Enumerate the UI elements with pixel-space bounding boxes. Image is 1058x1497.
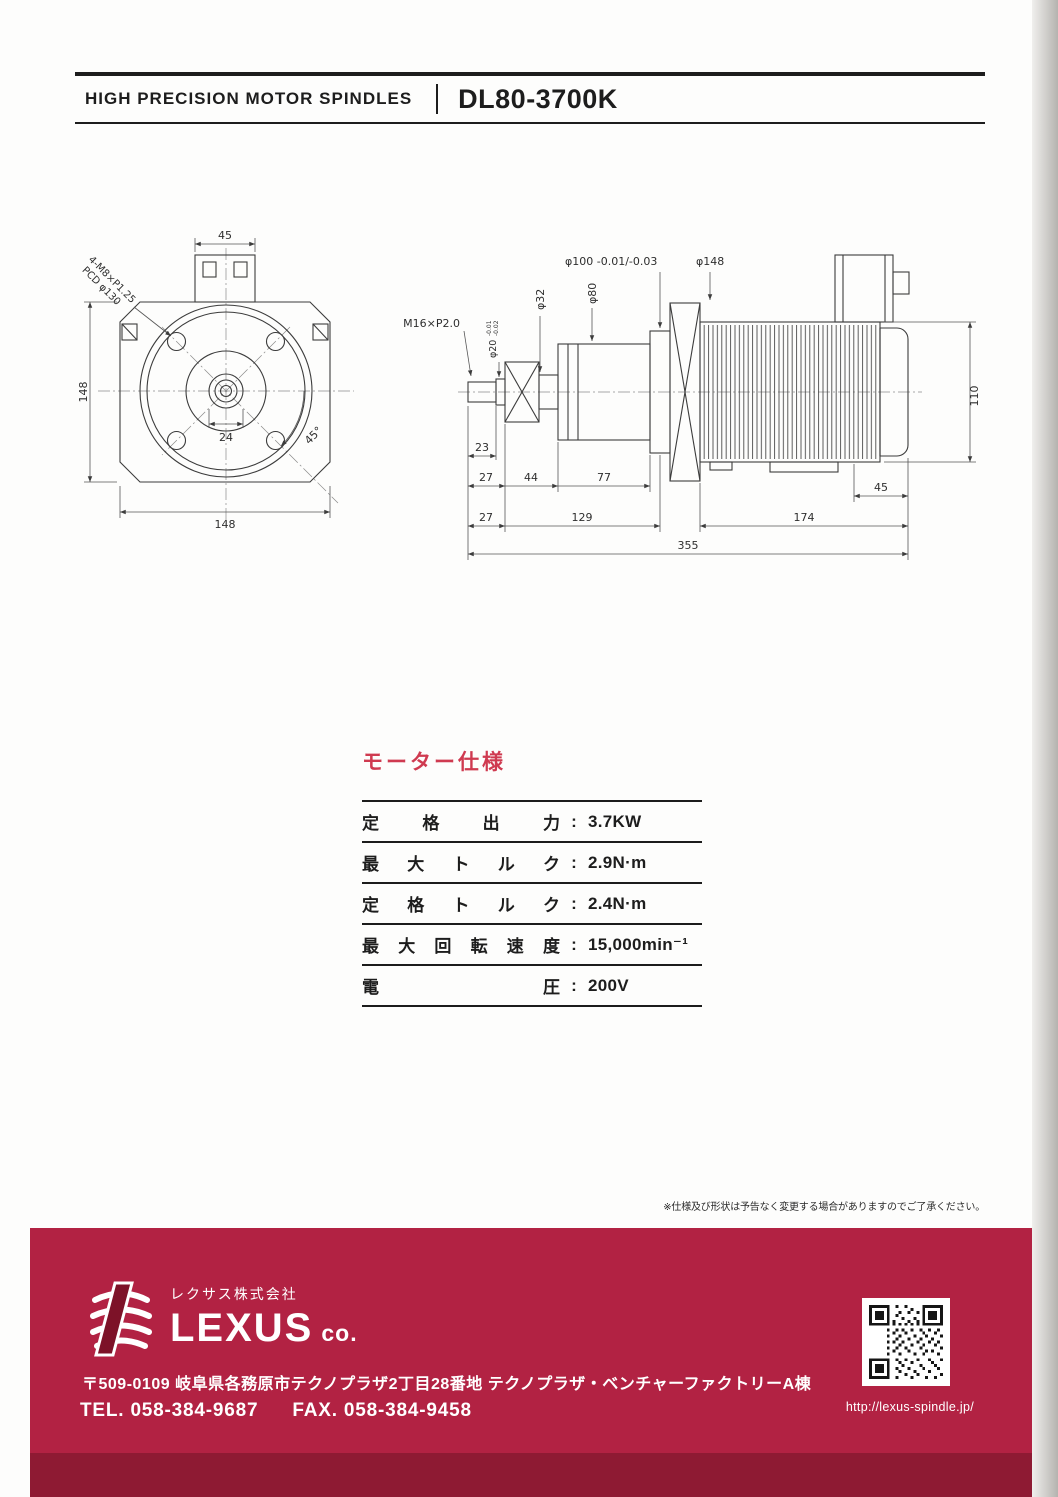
lexus-logo-graphic [90, 1281, 152, 1357]
dim-label-129: 129 [572, 511, 593, 524]
scan-edge-artifact [1032, 0, 1058, 1497]
spec-row-voltage: 電圧 : 200V [362, 964, 702, 1005]
dim-label-45: 45 [874, 481, 888, 494]
dim-label-bottom: 148 [215, 518, 236, 531]
dim-label-hub: 24 [219, 431, 233, 444]
spec-row-rated-torque: 定格トルク : 2.4N·m [362, 882, 702, 923]
side-view-dimension-lines [463, 272, 976, 560]
website-url: http://lexus-spindle.jp/ [845, 1400, 974, 1414]
spec-value: 2.9N·m [588, 852, 647, 872]
spec-row-max-torque: 最大トルク : 2.9N·m [362, 841, 702, 882]
front-view-dimension-lines [84, 238, 331, 518]
phi20-label: φ20 [488, 340, 499, 358]
dim-label-355: 355 [678, 539, 699, 552]
dim-label-110: 110 [968, 386, 981, 407]
header-rule-top [75, 72, 985, 76]
phi20-tolerance-lower: -0.02 [493, 320, 500, 336]
company-block: レクサス株式会社 LEXUS co. [170, 1284, 358, 1348]
dim-label-left: 148 [77, 382, 90, 403]
front-view-outline [119, 254, 331, 483]
disclaimer-note: ※仕様及び形状は予告なく変更する場合がありますのでご了承ください。 [663, 1202, 985, 1213]
dim-label-174: 174 [794, 511, 815, 524]
spec-colon: : [571, 934, 577, 954]
tel-number: TEL. 058-384-9687 [80, 1400, 259, 1421]
dim-label-27b: 27 [479, 511, 493, 524]
phi148-label: φ148 [696, 255, 724, 268]
qr-code [862, 1298, 950, 1386]
footer-bottom-strip [30, 1453, 1036, 1497]
side-view-labels: M16×P2.0 φ20 -0.01 -0.02 φ32 φ80 φ100 -0… [403, 255, 981, 552]
side-view-outline [467, 254, 910, 482]
spec-value: 15,000min⁻¹ [588, 934, 689, 954]
footer-main: レクサス株式会社 LEXUS co. 〒509-0109 岐阜県各務原市テクノプラ… [30, 1228, 1036, 1453]
spec-colon: : [571, 852, 577, 872]
qr-code-graphic [869, 1305, 943, 1379]
spec-label: 定格出力 [362, 814, 560, 833]
spec-label: 最大回転速度 [362, 937, 560, 956]
spec-value: 3.7KW [588, 811, 642, 831]
spec-value: 2.4N·m [588, 893, 647, 913]
dim-label-77: 77 [597, 471, 611, 484]
page-header: HIGH PRECISION MOTOR SPINDLES DL80-3700K [75, 72, 985, 124]
spec-colon: : [571, 975, 577, 995]
header-divider [436, 84, 439, 114]
header-row: HIGH PRECISION MOTOR SPINDLES DL80-3700K [75, 76, 985, 122]
dim-label-23: 23 [475, 441, 489, 454]
spec-row-max-speed: 最大回転速度 : 15,000min⁻¹ [362, 923, 702, 964]
technical-drawings: 45 148 148 24 45° 4-M8×P1.25 PCD φ130 [77, 229, 981, 560]
page-footer: レクサス株式会社 LEXUS co. 〒509-0109 岐阜県各務原市テクノプラ… [30, 1228, 1036, 1497]
product-model: DL80-3700K [458, 83, 618, 114]
contact-line: TEL. 058-384-9687 FAX. 058-384-9458 [80, 1400, 472, 1422]
spec-label: 最大トルク [362, 855, 560, 874]
phi80-label: φ80 [586, 283, 599, 304]
spec-value: 200V [588, 975, 629, 995]
company-wordmark: LEXUS [170, 1306, 314, 1350]
phi20-tolerance-upper: -0.01 [486, 320, 493, 336]
dim-label-angle: 45° [302, 424, 325, 447]
company-name-en: LEXUS co. [170, 1308, 358, 1348]
phi100-label: φ100 -0.01/-0.03 [565, 255, 657, 268]
spec-row-rated-output: 定格出力 : 3.7KW [362, 800, 702, 841]
company-name-jp: レクサス株式会社 [170, 1286, 298, 1302]
product-category: HIGH PRECISION MOTOR SPINDLES [85, 89, 413, 108]
spec-colon: : [571, 811, 577, 831]
motor-spec-section: モーター仕様 定格出力 : 3.7KW 最大トルク : 2.9N·m 定格トルク… [362, 746, 702, 1007]
fax-number: FAX. 058-384-9458 [292, 1400, 472, 1421]
spec-colon: : [571, 893, 577, 913]
dim-label-44: 44 [524, 471, 538, 484]
specs-title: モーター仕様 [362, 751, 506, 774]
front-view-centerlines [98, 248, 354, 528]
company-suffix: co. [321, 1320, 358, 1346]
company-address: 〒509-0109 岐阜県各務原市テクノプラザ2丁目28番地 テクノプラザ・ベン… [82, 1376, 812, 1393]
dim-label-27a: 27 [479, 471, 493, 484]
spec-label: 電圧 [362, 978, 560, 997]
phi32-label: φ32 [534, 289, 547, 310]
lexus-logo [84, 1278, 158, 1360]
header-rule-bottom [75, 122, 985, 124]
specs-table: 定格出力 : 3.7KW 最大トルク : 2.9N·m 定格トルク : 2.4N… [362, 800, 702, 1007]
dim-label-top: 45 [218, 229, 232, 242]
front-view-labels: 45 148 148 24 45° 4-M8×P1.25 PCD φ130 [77, 229, 325, 531]
spec-label: 定格トルク [362, 896, 560, 915]
thread-label: M16×P2.0 [403, 317, 460, 330]
